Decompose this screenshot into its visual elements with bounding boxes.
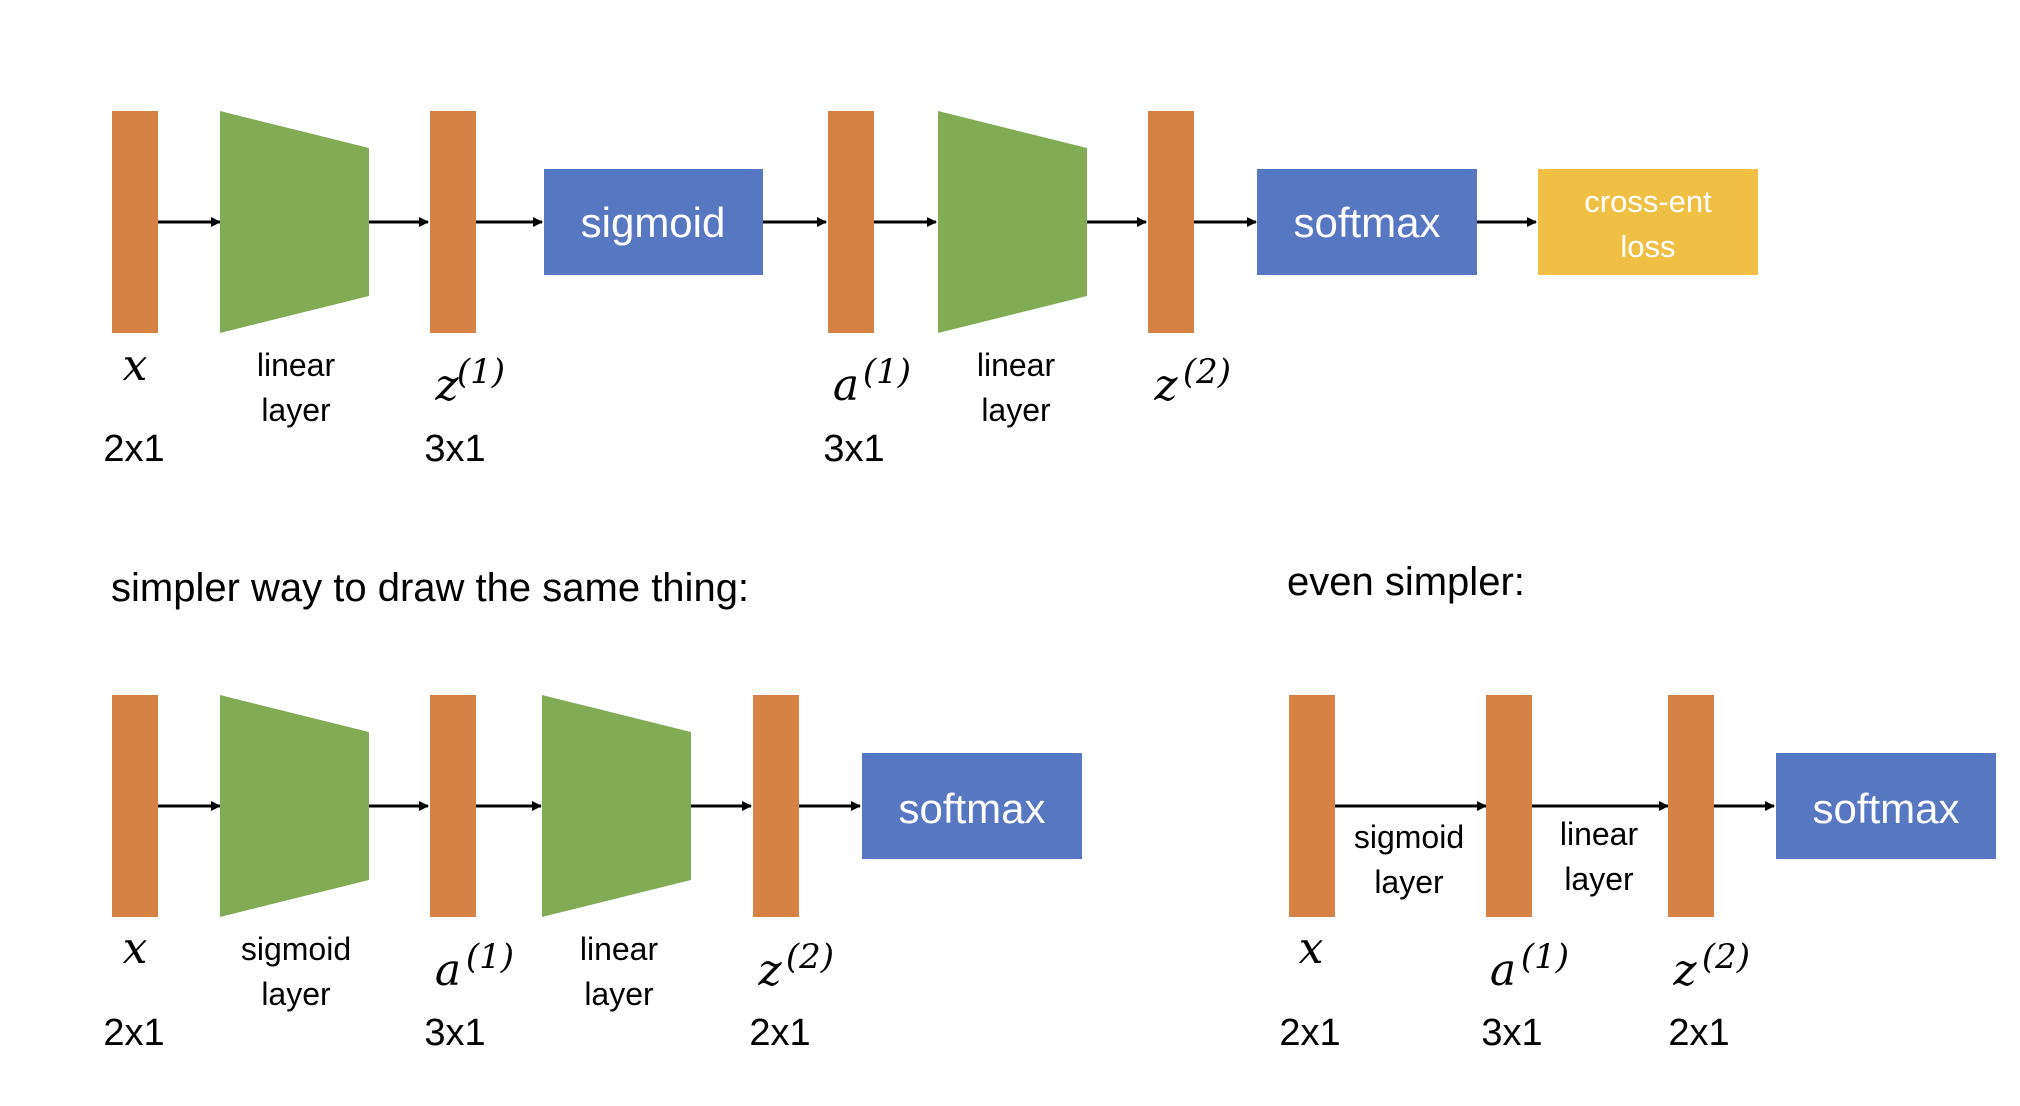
- sigmoid-layer-label-line2: layer: [261, 976, 331, 1012]
- sigmoid-layer-trapezoid: [220, 695, 369, 917]
- x-symbol: x: [123, 340, 148, 391]
- linear-layer-label-line2: layer: [1564, 861, 1634, 897]
- softmax-label: softmax: [898, 785, 1045, 832]
- row2-simpler-network: simpler way to draw the same thing: soft…: [103, 566, 1082, 1054]
- z2-dim: 2x1: [1668, 1012, 1729, 1054]
- linear-layer-label-line1: linear: [977, 347, 1056, 383]
- softmax-box: [862, 753, 1082, 859]
- a1-symbol: a: [435, 945, 461, 996]
- a1-superscript: (1): [1521, 937, 1569, 977]
- linear-layer-label-line2: layer: [981, 392, 1051, 428]
- row3-even-simpler-network: even simpler: softmax sigmoid layer line…: [1279, 560, 1996, 1054]
- x-vector: [1289, 695, 1335, 917]
- linear-layer-trapezoid: [542, 695, 691, 917]
- x-symbol: x: [1299, 923, 1324, 974]
- x-dim: 2x1: [1279, 1012, 1340, 1054]
- a1-vector: [430, 695, 476, 917]
- linear-layer-trapezoid: [220, 111, 369, 333]
- sigmoid-layer-label-line1: sigmoid: [241, 931, 351, 967]
- x-vector: [112, 695, 158, 917]
- x-symbol: x: [123, 923, 148, 974]
- sigmoid-label: sigmoid: [581, 199, 726, 246]
- z2-symbol: z: [1672, 945, 1697, 996]
- z2-vector: [1668, 695, 1714, 917]
- linear-layer-label-line1: linear: [1560, 816, 1639, 852]
- z1-vector: [430, 111, 476, 333]
- a1-dim: 3x1: [424, 1012, 485, 1054]
- linear-layer-trapezoid: [938, 111, 1087, 333]
- a1-vector: [1486, 695, 1532, 917]
- z2-vector: [1148, 111, 1194, 333]
- loss-box: [1538, 169, 1758, 275]
- loss-label-line1: cross-ent: [1584, 184, 1712, 219]
- x-dim: 2x1: [103, 1012, 164, 1054]
- linear-layer-label-line1: linear: [257, 347, 336, 383]
- a1-dim: 3x1: [823, 428, 884, 470]
- z2-symbol: z: [757, 945, 782, 996]
- x-dim: 2x1: [103, 428, 164, 470]
- row2-caption: simpler way to draw the same thing:: [111, 566, 749, 610]
- z2-symbol: z: [1153, 360, 1178, 411]
- row3-caption: even simpler:: [1287, 560, 1525, 604]
- linear-layer-label-line2: layer: [261, 392, 331, 428]
- sigmoid-layer-label-line2: layer: [1374, 864, 1444, 900]
- a1-symbol: a: [833, 360, 859, 411]
- z1-symbol: z: [434, 360, 459, 411]
- z2-superscript: (2): [1702, 937, 1750, 977]
- z1-dim: 3x1: [424, 428, 485, 470]
- sigmoid-box: [544, 169, 763, 275]
- x-vector: [112, 111, 158, 333]
- z2-vector: [753, 695, 799, 917]
- z1-superscript: (1): [457, 352, 505, 392]
- sigmoid-layer-label-line1: sigmoid: [1354, 819, 1464, 855]
- softmax-box: [1257, 169, 1477, 275]
- softmax-label: softmax: [1293, 199, 1440, 246]
- z2-superscript: (2): [786, 937, 834, 977]
- linear-layer-label-line1: linear: [580, 931, 659, 967]
- softmax-box: [1776, 753, 1996, 859]
- z2-superscript: (2): [1183, 352, 1231, 392]
- row1-full-network: sigmoid softmax cross-ent loss x z (1) a…: [103, 111, 1758, 470]
- a1-vector: [828, 111, 874, 333]
- a1-dim: 3x1: [1481, 1012, 1542, 1054]
- a1-superscript: (1): [466, 937, 514, 977]
- softmax-label: softmax: [1812, 785, 1959, 832]
- linear-layer-label-line2: layer: [584, 976, 654, 1012]
- z2-dim: 2x1: [749, 1012, 810, 1054]
- a1-superscript: (1): [863, 352, 911, 392]
- loss-label-line2: loss: [1620, 229, 1675, 264]
- a1-symbol: a: [1490, 945, 1516, 996]
